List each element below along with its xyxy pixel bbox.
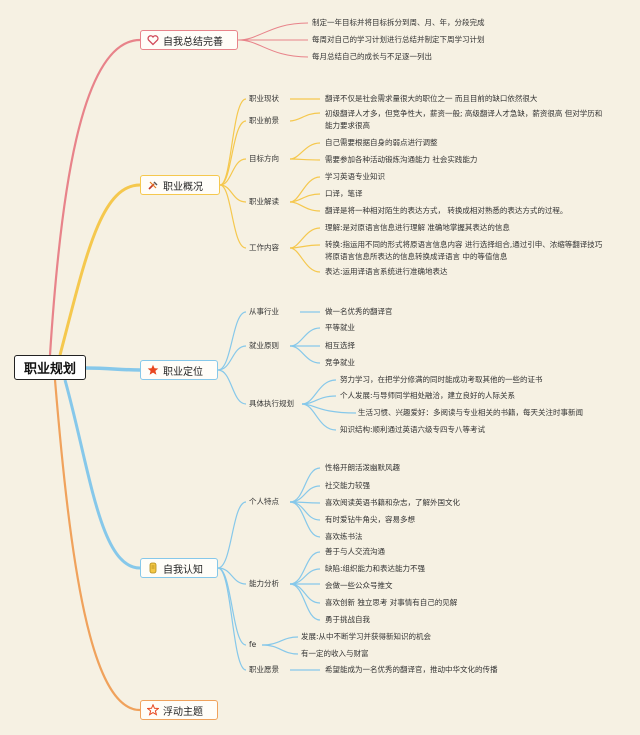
topic-label: 职业定位 bbox=[163, 366, 203, 378]
leaf[interactable]: 发展:从中不断学习并获得新知识的机会 bbox=[301, 632, 432, 641]
subtopic[interactable]: 能力分析 bbox=[249, 579, 279, 588]
leaf[interactable]: 有一定的收入与财富 bbox=[301, 649, 369, 658]
leaf[interactable]: 翻译是将一种相对陌生的表达方式， 转换成相对熟悉的表达方式的过程。 bbox=[325, 206, 568, 215]
subtopic[interactable]: 目标方向 bbox=[249, 154, 279, 163]
heart-icon bbox=[147, 34, 159, 46]
leaf[interactable]: 每周对自己的学习计划进行总结并制定下周学习计划 bbox=[312, 35, 485, 44]
link-floating bbox=[53, 379, 141, 712]
topic-overview[interactable]: 职业概况 bbox=[140, 175, 220, 195]
leaf[interactable]: 竞争就业 bbox=[325, 358, 355, 367]
leaf[interactable]: 表达:运用译语言系统进行准确地表达 bbox=[325, 267, 448, 276]
leaf[interactable]: 缺陷:组织能力和表达能力不强 bbox=[325, 564, 426, 573]
leaf[interactable]: 转换:指运用不同的形式将原语言信息内容 进行选择组合,通过引申、浓缩等翻译技巧 … bbox=[325, 240, 603, 261]
subtopic[interactable]: 职业现状 bbox=[249, 94, 279, 103]
leaf[interactable]: 善于与人交流沟通 bbox=[325, 547, 385, 556]
link-self-summary bbox=[48, 38, 141, 356]
link-recognition bbox=[63, 379, 141, 570]
leaf[interactable]: 喜欢阅读英语书籍和杂志，了解外国文化 bbox=[325, 498, 460, 507]
leaf[interactable]: 希望能成为一名优秀的翻译官，推动中华文化的传播 bbox=[325, 665, 498, 674]
leaf[interactable]: 口译，笔译 bbox=[325, 189, 363, 198]
leaf[interactable]: 做一名优秀的翻译官 bbox=[325, 307, 393, 316]
link-position bbox=[85, 366, 141, 372]
topic-label: 自我认知 bbox=[163, 564, 203, 576]
leaf[interactable]: 每月总结自己的成长与不足逐一列出 bbox=[312, 52, 432, 61]
topic-label: 自我总结完善 bbox=[163, 36, 223, 48]
leaf[interactable]: 努力学习，在把学分修满的同时能成功考取其他的一些的证书 bbox=[340, 375, 543, 384]
leaf[interactable]: 平等就业 bbox=[325, 323, 355, 332]
tools-icon bbox=[147, 179, 159, 191]
leaf[interactable]: 学习英语专业知识 bbox=[325, 172, 385, 181]
leaf[interactable]: 有时爱钻牛角尖，容易多想 bbox=[325, 515, 415, 524]
topic-label: 职业概况 bbox=[163, 181, 203, 193]
leaf[interactable]: 性格开朗活泼幽默风趣 bbox=[325, 463, 400, 472]
subtopic[interactable]: fe bbox=[249, 640, 257, 649]
leaf[interactable]: 喜欢创新 独立思考 对事情有自己的见解 bbox=[325, 598, 458, 607]
topic-label: 浮动主题 bbox=[163, 706, 203, 718]
topic-self-summary[interactable]: 自我总结完善 bbox=[140, 30, 238, 50]
link-overview bbox=[58, 183, 141, 356]
star-outline-icon bbox=[146, 703, 160, 716]
leaf[interactable]: 知识结构:顺利通过英语六级专四专八等考试 bbox=[340, 425, 486, 434]
leaf[interactable]: 自己需要根据自身的弱点进行调整 bbox=[325, 138, 438, 147]
topic-recognition[interactable]: 自我认知 bbox=[140, 558, 218, 578]
subtopic[interactable]: 职业愿景 bbox=[249, 665, 279, 674]
star-icon bbox=[147, 364, 159, 376]
subtopic[interactable]: 职业前景 bbox=[249, 116, 279, 125]
subtopic[interactable]: 职业解读 bbox=[249, 197, 279, 206]
topic-floating[interactable]: 浮动主题 bbox=[140, 700, 218, 720]
leaf[interactable]: 初级翻译人才多，但竞争性大，薪资一般; 高级翻译人才急缺，薪资很高 但对学历和能… bbox=[325, 109, 603, 130]
subtopic[interactable]: 工作内容 bbox=[249, 243, 279, 252]
leaf[interactable]: 会做一些公众号推文 bbox=[325, 581, 393, 590]
leaf[interactable]: 生活习惯、兴趣爱好：多阅读与专业相关的书籍，每天关注时事新闻 bbox=[358, 408, 583, 417]
leaf[interactable]: 社交能力较强 bbox=[325, 481, 370, 490]
medal-icon bbox=[147, 562, 159, 574]
leaf[interactable]: 喜欢练书法 bbox=[325, 532, 363, 541]
leaf[interactable]: 个人发展:与导师同学相处融洽，建立良好的人际关系 bbox=[340, 391, 516, 400]
leaf[interactable]: 相互选择 bbox=[325, 341, 355, 350]
subtopic[interactable]: 个人特点 bbox=[249, 497, 279, 506]
leaf[interactable]: 理解:是对原语言信息进行理解 准确地掌握其表达的信息 bbox=[325, 223, 510, 232]
subtopic[interactable]: 具体执行规划 bbox=[249, 399, 294, 408]
root-topic[interactable]: 职业规划 bbox=[14, 355, 86, 380]
leaf[interactable]: 翻译不仅是社会需求量很大的职位之一 而且目前的缺口依然很大 bbox=[325, 94, 538, 103]
leaf[interactable]: 制定一年目标并将目标拆分到周、月、年，分段完成 bbox=[312, 18, 485, 27]
subtopic[interactable]: 从事行业 bbox=[249, 307, 279, 316]
leaf[interactable]: 需要参加各种活动锻炼沟通能力 社会实践能力 bbox=[325, 155, 478, 164]
subtopic[interactable]: 就业原则 bbox=[249, 341, 279, 350]
topic-position[interactable]: 职业定位 bbox=[140, 360, 218, 380]
leaf[interactable]: 勇于挑战自我 bbox=[325, 615, 370, 624]
